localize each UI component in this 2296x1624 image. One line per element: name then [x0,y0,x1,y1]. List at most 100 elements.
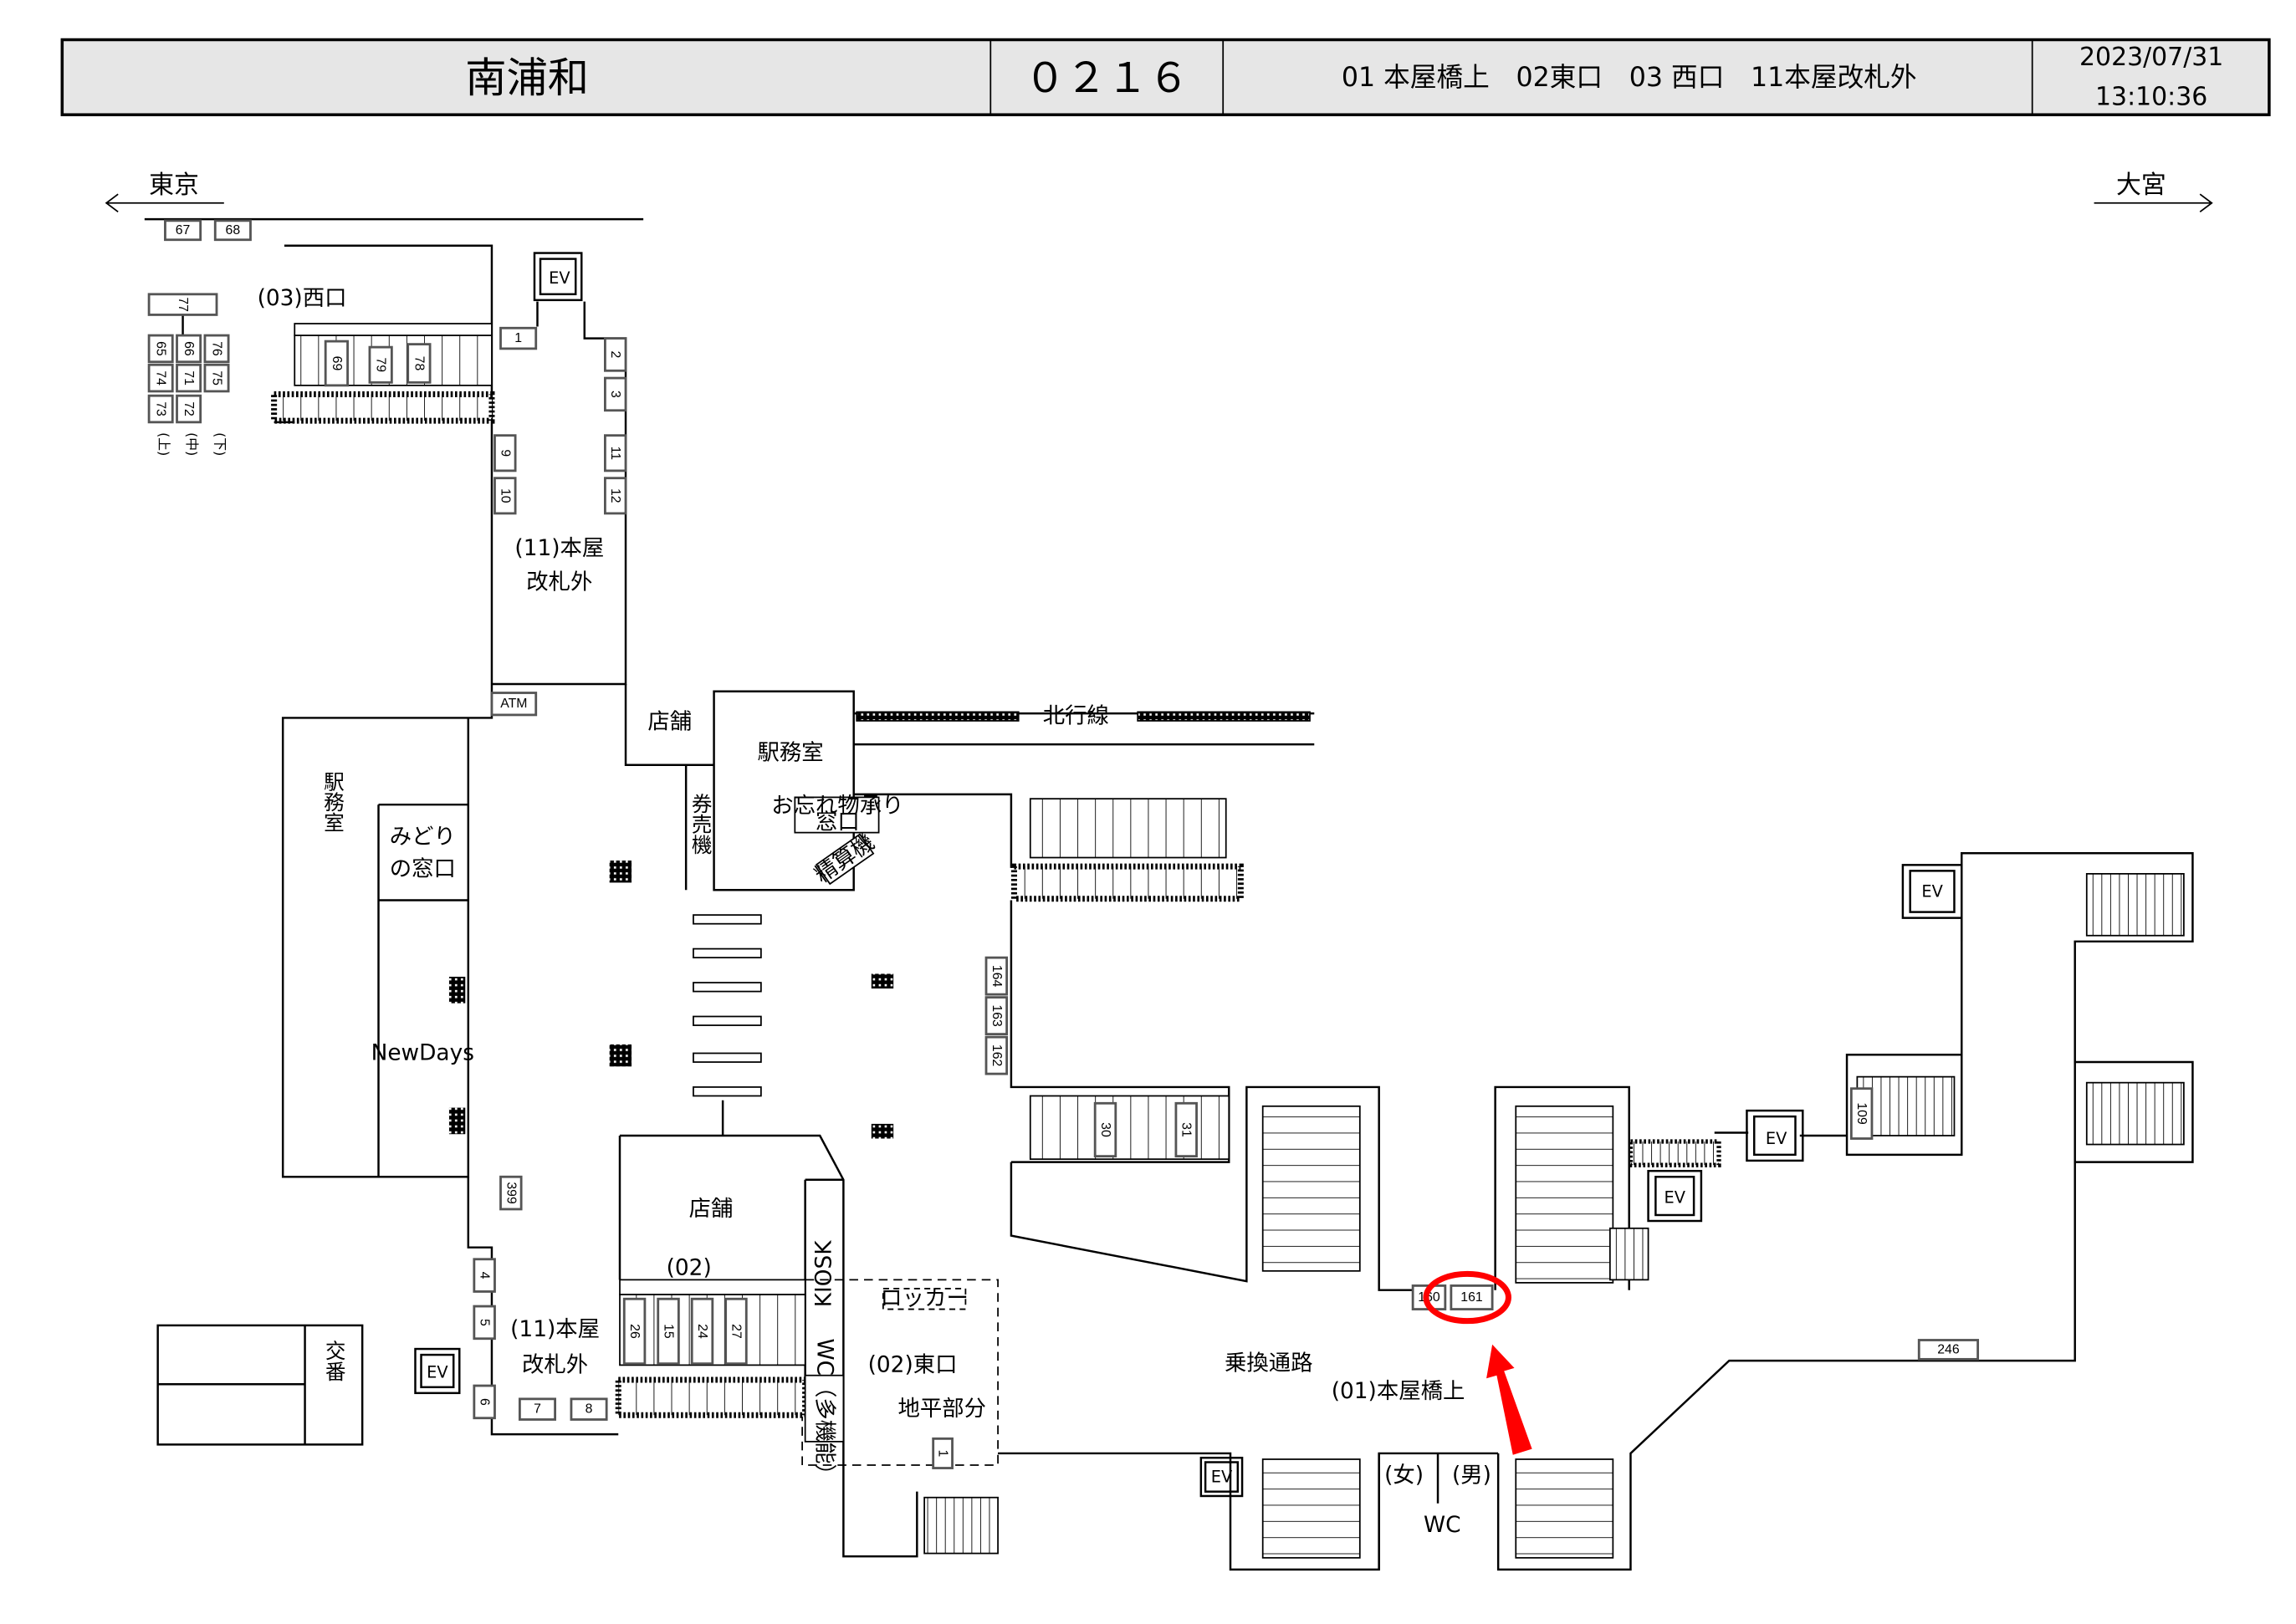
marker-box [657,1297,680,1366]
highlight-circle [1423,1270,1511,1325]
marker-78: 78 [407,343,432,384]
marker-ATM: ATM [490,692,538,717]
tactile-5 [871,973,894,989]
stair-north-platform [1029,798,1227,859]
marker-box [164,219,202,242]
marker-label: 9 [498,449,512,457]
marker-box [724,1297,748,1366]
marker-box [1093,1101,1117,1158]
marker-box [473,1258,496,1293]
marker-66: 66 [176,334,202,364]
marker-label: 12 [608,488,622,503]
marker-10: 10 [493,477,517,515]
marker-75: 75 [203,363,230,393]
marker-box [493,477,517,515]
marker-box [932,1437,954,1469]
escalator-west-exit [271,391,495,424]
marker-box [690,1297,714,1366]
label-kiosk: KIOSK [812,1240,837,1308]
marker-163: 163 [984,996,1009,1036]
marker-box [147,334,174,364]
marker-161: 161 [1450,1284,1494,1310]
marker-7: 7 [518,1397,557,1421]
stair-right-top [2085,873,2185,937]
marker-4: 4 [473,1258,496,1293]
label-shop-top: 店舗 [647,710,692,735]
platform-north-bar-2 [1137,711,1311,722]
time: 13:10:36 [2095,83,2207,112]
marker-label: 162 [989,1044,1004,1066]
tactile-6 [871,1123,894,1139]
marker-3: 3 [604,376,627,412]
label-main-bridge: (01)本屋橋上 [1332,1379,1465,1404]
label-locker: ロッカー [880,1286,969,1311]
marker-box [1174,1101,1198,1158]
marker-label: 72 [182,401,196,416]
label-car-middle: (中) [184,432,200,456]
label-east-exit: (02)東口 [868,1352,958,1377]
arrow-left-icon [105,193,224,213]
marker-label: 163 [989,1004,1004,1027]
stair-south-2 [1515,1105,1614,1284]
marker-box [499,1175,523,1211]
tactile-4 [448,1107,466,1135]
label-ground-level: 地平部分 [897,1397,986,1422]
elevators: EV EV EV EV EV EV [414,252,1963,1498]
ev-label: EV [427,1363,448,1382]
label-midori-2: の窓口 [390,857,456,882]
marker-box [147,293,218,316]
marker-2: 2 [604,337,627,372]
station-name: 南浦和 [465,54,589,102]
marker-67: 67 [164,219,202,242]
marker-label: 68 [226,223,241,237]
ev-bottom[interactable]: EV [1199,1456,1244,1498]
marker-box [473,1384,496,1420]
label-lost-found-2: 窓口 [816,809,860,835]
platform-north-bar-1 [856,711,1020,722]
marker-box [604,376,627,412]
marker-label: 246 [1937,1342,1960,1356]
marker-label: 76 [210,341,224,356]
marker-box [147,394,174,424]
marker-label: 79 [374,357,388,372]
marker-label: 77 [176,297,190,312]
label-wc-multi: WC（多機能） [812,1339,837,1486]
marker-label: 161 [1460,1290,1483,1305]
highlight-arrow-icon [1486,1344,1532,1455]
tactile-3 [448,977,466,1004]
stair-bottom-2 [1515,1458,1614,1559]
ev-right-top[interactable]: EV [1901,864,1963,919]
ev-right-mid[interactable]: EV [1746,1109,1804,1162]
label-shop-bottom: 店舗 [689,1197,734,1222]
marker-69: 69 [324,340,349,387]
label-station-office-top: 駅務室 [757,741,823,766]
ev-police[interactable]: EV [414,1347,461,1395]
marker-label: 1 [936,1450,950,1458]
marker-31: 31 [1174,1101,1198,1158]
escalator-north-platform [1010,863,1244,902]
marker-box [984,1035,1009,1075]
area-labels: (03)西口 (上) (中) (下) (11)本屋 改札外 店舗 駅務室 北行線… [156,286,1491,1538]
marker-box [213,219,252,242]
ev-right-low[interactable]: EV [1647,1169,1703,1223]
marker-73: 73 [147,394,174,424]
stair-center [1029,1095,1230,1161]
marker-label: 10 [498,488,512,503]
marker-box [490,692,538,717]
marker-11: 11 [604,434,627,472]
marker-71: 71 [176,363,202,393]
marker-6: 6 [473,1384,496,1420]
marker-label: 109 [1854,1102,1869,1125]
ev-west[interactable]: EV [533,252,583,302]
stair-right-bottom [2085,1081,2185,1146]
marker-164: 164 [984,956,1009,996]
label-car-upper: (上) [156,432,171,456]
label-women: (女) [1384,1463,1424,1488]
marker-label: 164 [989,965,1004,988]
marker-label: 15 [662,1324,676,1339]
marker-label: 27 [729,1324,743,1339]
marker-box [604,337,627,372]
marker-label: 75 [210,370,224,386]
marker-label: 11 [608,447,622,461]
ev-label: EV [1211,1468,1233,1487]
